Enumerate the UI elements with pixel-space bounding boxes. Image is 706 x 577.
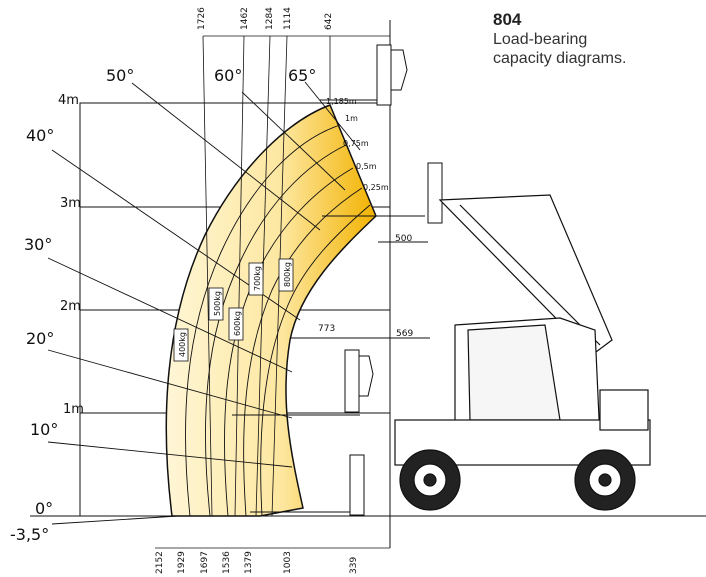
- top-dimension-label: 1726: [197, 7, 207, 30]
- horizontal-dimension-label: 500: [395, 234, 412, 244]
- extension-label: 0,25m: [363, 183, 389, 192]
- fork-carriages: [344, 44, 443, 516]
- height-label: 1m: [63, 402, 84, 417]
- load-zone: [165, 104, 377, 517]
- bottom-dimension-label: 2152: [155, 551, 165, 574]
- horizontal-dimension-label: 569: [396, 329, 413, 339]
- angle-label: 50°: [106, 66, 134, 85]
- capacity-box: [208, 287, 224, 321]
- caption-line-2: capacity diagrams.: [493, 50, 627, 67]
- height-label: 4m: [58, 93, 79, 108]
- bottom-dimension-label: 1379: [244, 551, 254, 574]
- angle-label: 65°: [288, 66, 316, 85]
- angle-label: 10°: [30, 420, 58, 439]
- top-dimension-label: 1284: [265, 7, 275, 30]
- capacity-label: 400kg: [178, 332, 187, 357]
- height-label: 2m: [60, 299, 81, 314]
- extension-label: 0,75m: [343, 139, 369, 148]
- capacity-label: 700kg: [253, 266, 262, 291]
- bottom-dimension-label: 1003: [283, 551, 293, 574]
- extension-label: 1,185m: [326, 97, 357, 106]
- angle-lines: [47, 81, 361, 525]
- top-dimension-label: 642: [324, 13, 334, 30]
- extension-label: 0,5m: [356, 162, 377, 171]
- bottom-dimension-label: 1929: [177, 551, 187, 574]
- bottom-dimension-label: 1536: [222, 551, 232, 574]
- horizontal-dimension-label: 773: [318, 324, 335, 334]
- capacity-label: 500kg: [213, 291, 222, 316]
- model-number: 804: [493, 10, 522, 29]
- bottom-dimension-label: 339: [349, 557, 359, 574]
- angle-label: 40°: [26, 126, 54, 145]
- caption-line-1: Load-bearing: [493, 31, 588, 48]
- telehandler: [394, 194, 651, 511]
- angle-label: 30°: [24, 235, 52, 254]
- bottom-dimension-label: 1697: [200, 551, 210, 574]
- capacity-box: [278, 258, 294, 292]
- top-dimension-label: 1462: [240, 7, 250, 30]
- capacity-label: 600kg: [233, 311, 242, 336]
- capacity-box: [173, 328, 189, 362]
- height-label: 0°: [35, 499, 53, 518]
- capacity-box: [248, 262, 264, 296]
- angle-label: 60°: [214, 66, 242, 85]
- capacity-box: [228, 307, 244, 341]
- title-block: 804 Load-bearing capacity diagrams.: [493, 10, 698, 68]
- label-layer: 4m 3m 2m 1m 0° -3,5° 40° 30° 20° 10° 50° 60° 65° 1726…: [10, 7, 413, 574]
- height-label: -3,5°: [10, 525, 49, 544]
- height-label: 3m: [60, 196, 81, 211]
- top-dimension-label: 1114: [283, 7, 293, 30]
- extension-label: 1m: [345, 114, 358, 123]
- capacity-label: 800kg: [283, 262, 292, 287]
- angle-label: 20°: [26, 329, 54, 348]
